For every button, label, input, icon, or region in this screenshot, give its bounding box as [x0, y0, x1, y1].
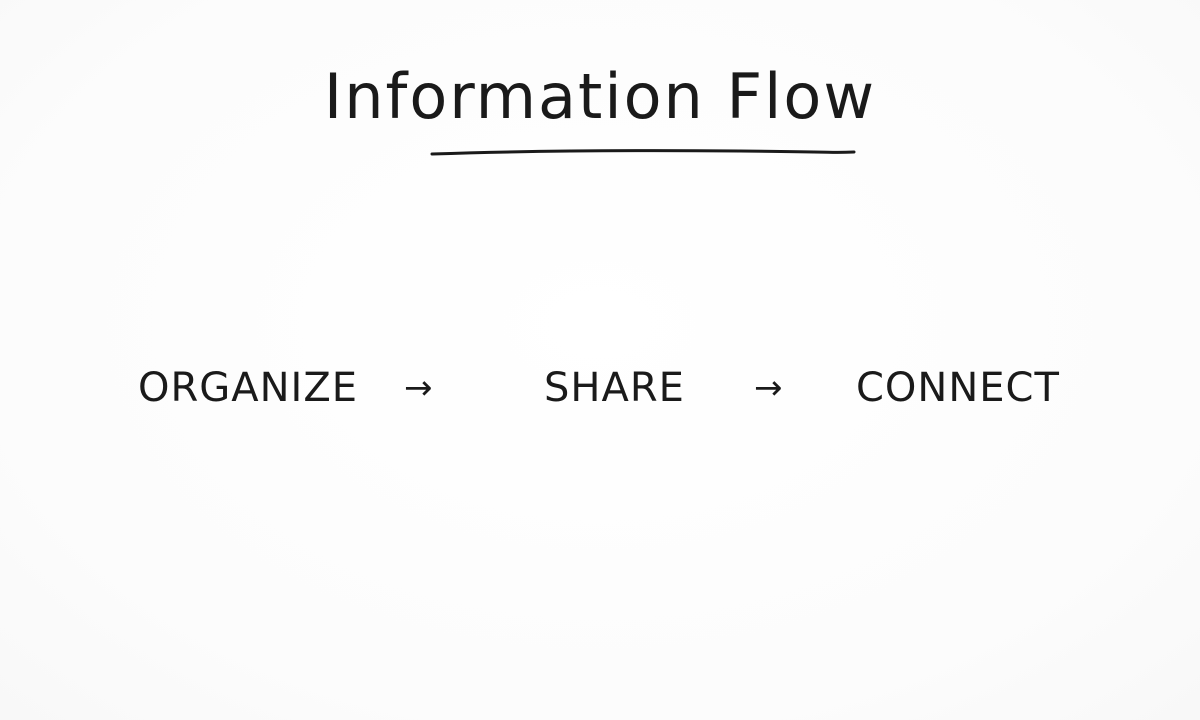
title-underline: [430, 149, 856, 156]
arrow-right-icon: →: [754, 368, 783, 408]
step-share: SHARE: [544, 365, 685, 411]
arrow-right-icon: →: [404, 368, 433, 408]
step-organize: ORGANIZE: [138, 365, 359, 411]
step-connect: CONNECT: [856, 365, 1060, 411]
diagram-title: Information Flow: [323, 60, 877, 133]
flow-row: ORGANIZE → SHARE → CONNECT: [0, 360, 1200, 416]
